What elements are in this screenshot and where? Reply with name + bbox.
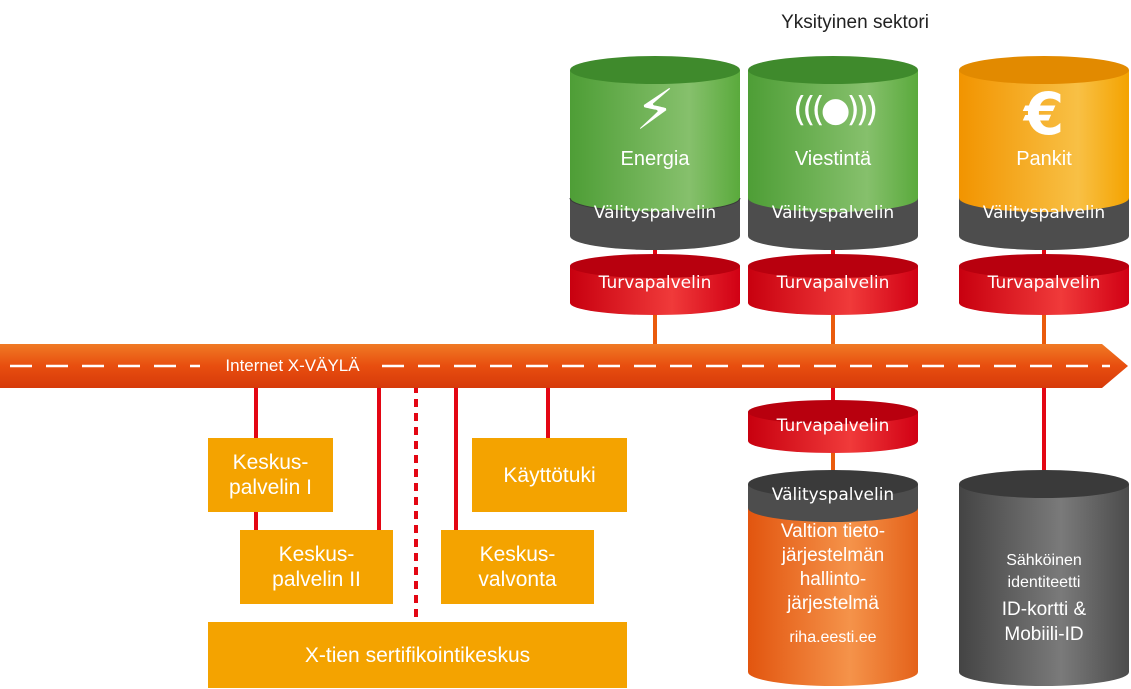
pankit-cylinder: [959, 56, 1129, 250]
security-server-disc-pankit: [959, 254, 1129, 315]
central-server-2-box: Keskus- palvelin II: [240, 530, 393, 604]
sector-title: Yksityinen sektori: [781, 12, 929, 33]
energia-cylinder: [569, 56, 741, 250]
bus-label: Internet X-VÄYLÄ: [225, 356, 360, 375]
central-monitoring-box: Keskus- valvonta: [441, 530, 594, 604]
euro-icon: €: [1023, 80, 1065, 148]
security-server-disc-viestinta: [748, 254, 918, 315]
state-system-url: riha.eesti.ee: [789, 629, 877, 646]
viestinta-proxy-label: Välityspalvelin: [771, 203, 895, 223]
security-server-disc-energia: [570, 254, 740, 315]
identity-cylinder: [959, 470, 1129, 686]
internet-bus: [0, 344, 1128, 388]
pankit-label: Pankit: [1016, 148, 1072, 170]
state-system-cylinder: [748, 470, 918, 686]
central-server-1-box: Keskus- palvelin I: [208, 438, 333, 512]
viestinta-cylinder: [748, 56, 918, 250]
certification-center-box: X-tien sertifikointikeskus: [208, 622, 627, 688]
state-proxy-label: Välityspalvelin: [771, 485, 895, 505]
energia-label: Energia: [620, 148, 690, 170]
support-box: Käyttötuki: [472, 438, 627, 512]
signal-icon: (((●))): [793, 90, 878, 130]
viestinta-security-label: Turvapalvelin: [776, 273, 890, 293]
security-server-disc-state: [748, 400, 918, 453]
identity-label: Sähköinen identiteetti: [1006, 552, 1082, 591]
pankit-security-label: Turvapalvelin: [987, 273, 1101, 293]
lightning-icon: ⚡︎: [635, 78, 675, 143]
state-security-label: Turvapalvelin: [776, 416, 890, 436]
identity-subtitle: ID-kortti & Mobiili-ID: [1001, 599, 1087, 645]
state-system-label: Valtion tieto- järjestelmän hallinto- jä…: [780, 521, 886, 614]
pankit-proxy-label: Välityspalvelin: [982, 203, 1106, 223]
energia-security-label: Turvapalvelin: [598, 273, 712, 293]
viestinta-label: Viestintä: [794, 148, 872, 170]
energia-proxy-label: Välityspalvelin: [593, 203, 717, 223]
